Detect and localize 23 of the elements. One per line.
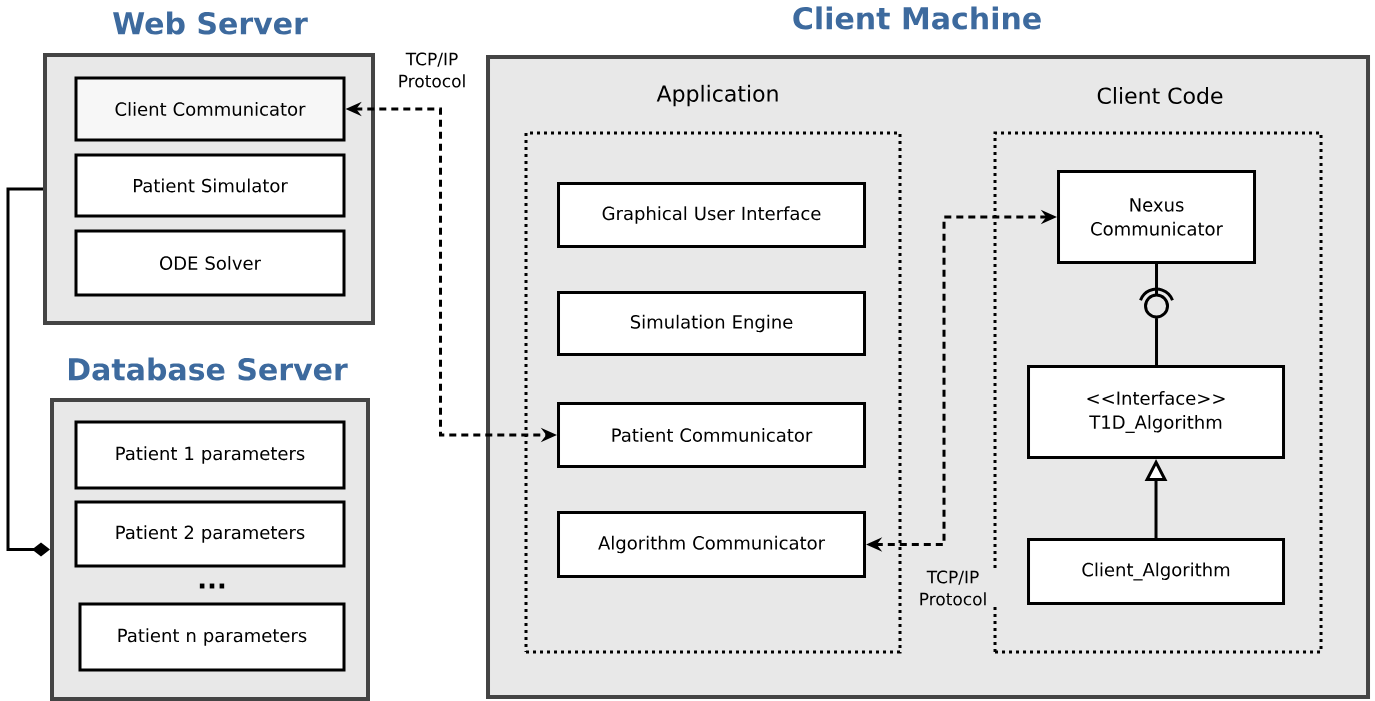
- component-box: Client_Algorithm: [1027, 538, 1285, 605]
- heading: Application: [656, 84, 778, 107]
- component-box: Algorithm Communicator: [557, 511, 866, 578]
- edge-label: TCP/IP Protocol: [399, 52, 465, 88]
- edge-label: TCP/IP Protocol: [920, 570, 986, 606]
- heading: Client Machine: [793, 6, 1041, 30]
- heading: Client Code: [1097, 87, 1223, 104]
- component-box: ODE Solver: [74, 229, 346, 297]
- ellipsis: ...: [199, 583, 225, 589]
- ball-connector: [1144, 264, 1169, 365]
- component-box: Patient n parameters: [78, 602, 346, 672]
- component-box: Patient 2 parameters: [74, 500, 346, 568]
- heading: Database Server: [69, 357, 348, 381]
- component-box: Patient Simulator: [74, 153, 346, 218]
- component-box: Simulation Engine: [557, 291, 866, 356]
- component-box: Patient Communicator: [557, 402, 866, 468]
- component-box: Client Communicator: [74, 76, 346, 142]
- heading: Web Server: [113, 11, 308, 35]
- component-box: Graphical User Interface: [557, 182, 866, 248]
- aggregation-line: [6, 187, 50, 557]
- component-box: Patient 1 parameters: [74, 420, 346, 490]
- component-box: <<Interface>> T1D_Algorithm: [1027, 365, 1285, 459]
- component-box: Nexus Communicator: [1057, 170, 1256, 264]
